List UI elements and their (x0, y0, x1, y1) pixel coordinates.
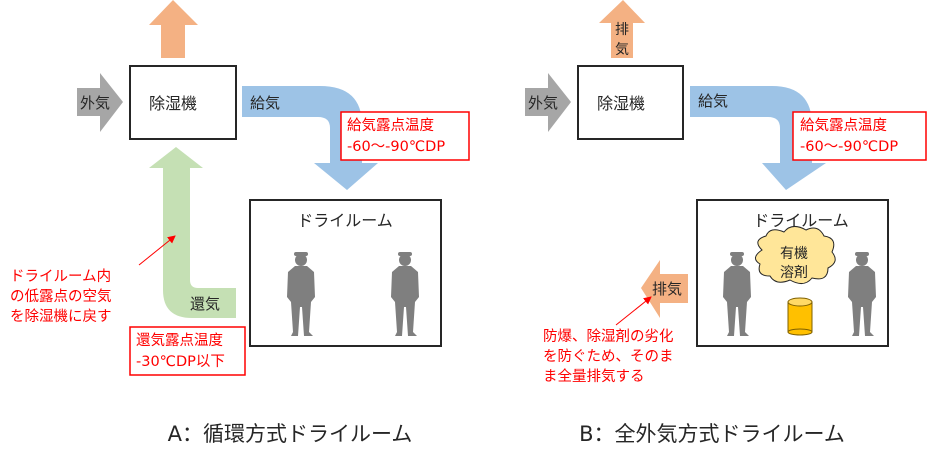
return-dewpoint-box (129, 326, 246, 376)
outside-air-label: 外気 (528, 94, 558, 112)
exhaust-arrow (149, 0, 198, 58)
solvent-label-2: 溶剤 (780, 265, 808, 281)
caption-a: A：循環方式ドライルーム (168, 422, 413, 446)
supply-dewpoint-line1: 給気露点温度 (800, 117, 887, 134)
supply-dewpoint-line2: -60～-90℃DP (800, 139, 898, 155)
return-dewpoint-line2: -30℃DP以下 (136, 354, 225, 370)
note-line1: ドライルーム内 (10, 268, 111, 285)
solvent-drum-icon (787, 297, 813, 336)
panel-b: 排 気 外気 除湿機 給気 給気露点温度 -60～-90℃DP ドライルーム 有… (525, 0, 927, 446)
exhaust-top-label-2: 気 (615, 42, 629, 58)
exhaust-arrow (641, 260, 688, 318)
note-pointer-arrow (615, 296, 652, 326)
exhaust-top-arrow (599, 0, 645, 58)
return-dewpoint-line1: 還気露点温度 (136, 332, 223, 349)
outside-air-label: 外気 (80, 94, 110, 112)
dehumidifier-label: 除湿機 (149, 94, 197, 113)
supply-dewpoint-line2: -60～-90℃DP (347, 139, 445, 155)
supply-air-arrow (690, 86, 826, 190)
outside-air-arrow (77, 73, 123, 132)
dehumidifier-box (577, 65, 684, 140)
note-line3: を除湿機に戻す (10, 308, 112, 325)
exhaust-label: 排気 (652, 280, 682, 298)
note-line2: の低露点の空気 (10, 288, 112, 305)
supply-air-label: 給気 (250, 94, 280, 112)
return-air-arrow (149, 147, 236, 318)
supply-dewpoint-box (792, 111, 927, 161)
dry-room-label: ドライルーム (297, 211, 393, 230)
solvent-cloud-icon (755, 226, 836, 284)
dehumidifier-label: 除湿機 (597, 94, 645, 113)
note-line1: 防爆、除湿剤の劣化 (543, 328, 674, 345)
solvent-label-1: 有機 (780, 246, 808, 262)
supply-dewpoint-box (340, 111, 470, 161)
dehumidifier-box (129, 65, 237, 140)
return-air-label: 還気 (190, 295, 220, 313)
supply-dewpoint-line1: 給気露点温度 (347, 117, 434, 134)
note-line3: ま全量排気する (543, 367, 645, 385)
outside-air-arrow (525, 73, 571, 132)
panel-a: 外気 除湿機 給気 給気露点温度 -60～-90℃DP ドライルーム 還気 還気… (10, 0, 470, 446)
note-pointer-arrow (138, 235, 176, 266)
exhaust-top-label-1: 排 (615, 22, 629, 38)
supply-air-label: 給気 (698, 92, 728, 110)
dry-room-label: ドライルーム (753, 211, 849, 230)
caption-b: B：全外気方式ドライルーム (579, 422, 845, 446)
note-line2: を防ぐため、そのま (543, 348, 674, 365)
